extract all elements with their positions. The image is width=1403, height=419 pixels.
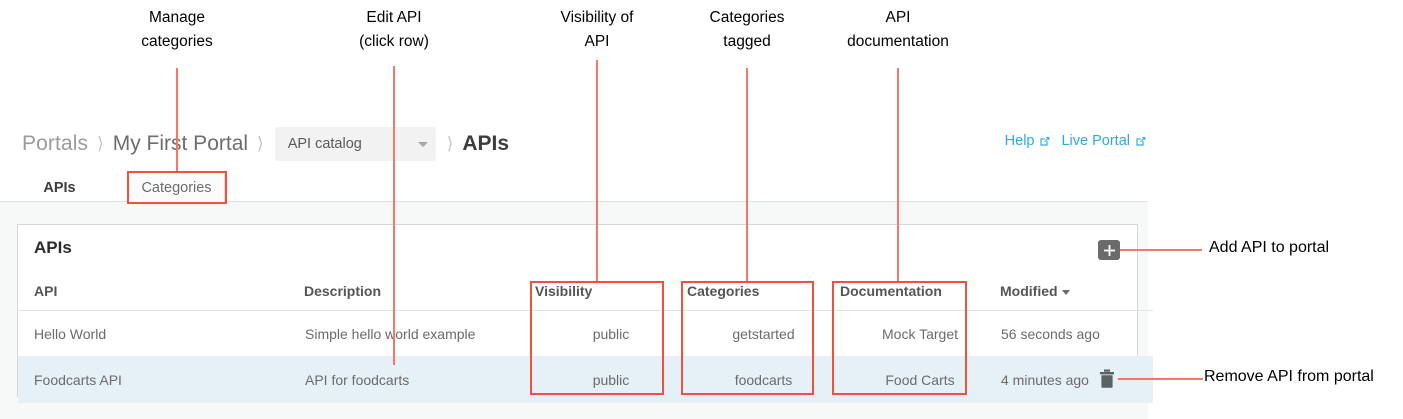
tab-categories-label: Categories [141, 180, 212, 196]
annotation-categories-tagged: Categories tagged [709, 9, 785, 50]
tab-categories[interactable]: Categories [128, 172, 225, 203]
leader-line-documentation [897, 68, 899, 281]
leader-line-manage-categories [176, 68, 178, 173]
column-header-description[interactable]: Description [304, 283, 535, 311]
annotation-edit-api: Edit API (click row) [359, 9, 429, 50]
tab-strip-divider [0, 201, 1148, 202]
table-row[interactable]: Foodcarts API API for foodcarts public f… [18, 356, 1153, 403]
catalog-select[interactable]: API catalog [274, 127, 436, 161]
cell-description: API for foodcarts [304, 356, 535, 403]
caret-down-icon [1061, 289, 1070, 295]
breadcrumb: Portals ⟩ My First Portal ⟩ API catalog … [22, 127, 510, 161]
annotation-add-api: Add API to portal [1209, 239, 1330, 256]
annotation-manage-categories: Manage categories [141, 9, 213, 50]
leader-line-remove-api [1118, 378, 1203, 380]
table-row[interactable]: Hello World Simple hello world example p… [18, 310, 1153, 357]
breadcrumb-current: APIs [462, 132, 510, 155]
breadcrumb-portal-name[interactable]: My First Portal [112, 132, 249, 155]
leader-line-categories [746, 68, 748, 281]
annotation-remove-api: Remove API from portal [1204, 368, 1374, 385]
annotation-api-documentation: API documentation [847, 9, 949, 50]
column-header-visibility[interactable]: Visibility [535, 283, 687, 311]
external-link-icon [1134, 135, 1147, 148]
cell-api: Foodcarts API [18, 356, 304, 403]
cell-categories: foodcarts [687, 356, 840, 403]
cell-modified: 56 seconds ago [1000, 310, 1153, 357]
external-link-icon [1038, 135, 1051, 148]
table-header-row: API Description Visibility Categories Do… [18, 283, 1153, 311]
leader-line-add-api [1120, 249, 1202, 251]
column-header-modified[interactable]: Modified [1000, 283, 1153, 311]
column-header-documentation[interactable]: Documentation [840, 283, 1000, 311]
remove-api-button[interactable] [1098, 369, 1116, 388]
tab-strip: APIs Categories [0, 172, 1148, 206]
leader-line-visibility [596, 60, 598, 281]
cell-visibility: public [535, 356, 687, 403]
card-title: APIs [34, 238, 72, 257]
annotation-visibility: Visibility of API [560, 9, 634, 50]
header-links: Help Live Portal [1005, 133, 1147, 149]
cell-categories: getstarted [687, 310, 840, 357]
cell-visibility: public [535, 310, 687, 357]
breadcrumb-portals[interactable]: Portals [22, 132, 89, 155]
leader-line-edit-api [393, 66, 395, 365]
breadcrumb-separator-icon: ⟩ [446, 134, 454, 153]
cell-api: Hello World [18, 310, 304, 357]
apis-table: API Description Visibility Categories Do… [18, 283, 1153, 403]
live-portal-link[interactable]: Live Portal [1061, 133, 1147, 149]
trash-icon [1100, 369, 1114, 388]
cell-documentation: Mock Target [840, 310, 1000, 357]
add-api-button[interactable] [1098, 240, 1120, 260]
cell-description: Simple hello world example [304, 310, 535, 357]
breadcrumb-separator-icon: ⟩ [97, 134, 104, 153]
cell-documentation: Food Carts [840, 356, 1000, 403]
column-header-api[interactable]: API [18, 283, 304, 311]
chevron-down-icon [417, 141, 428, 147]
catalog-select-value: API catalog [287, 136, 362, 152]
help-link[interactable]: Help [1005, 133, 1052, 149]
tab-apis-label: APIs [43, 179, 76, 196]
column-header-modified-label: Modified [1000, 283, 1058, 299]
plus-icon [1103, 244, 1115, 256]
column-header-categories[interactable]: Categories [687, 283, 840, 311]
breadcrumb-separator-icon: ⟩ [257, 134, 264, 153]
live-portal-link-label: Live Portal [1061, 133, 1130, 149]
help-link-label: Help [1004, 133, 1035, 149]
tab-apis[interactable]: APIs [22, 172, 97, 206]
